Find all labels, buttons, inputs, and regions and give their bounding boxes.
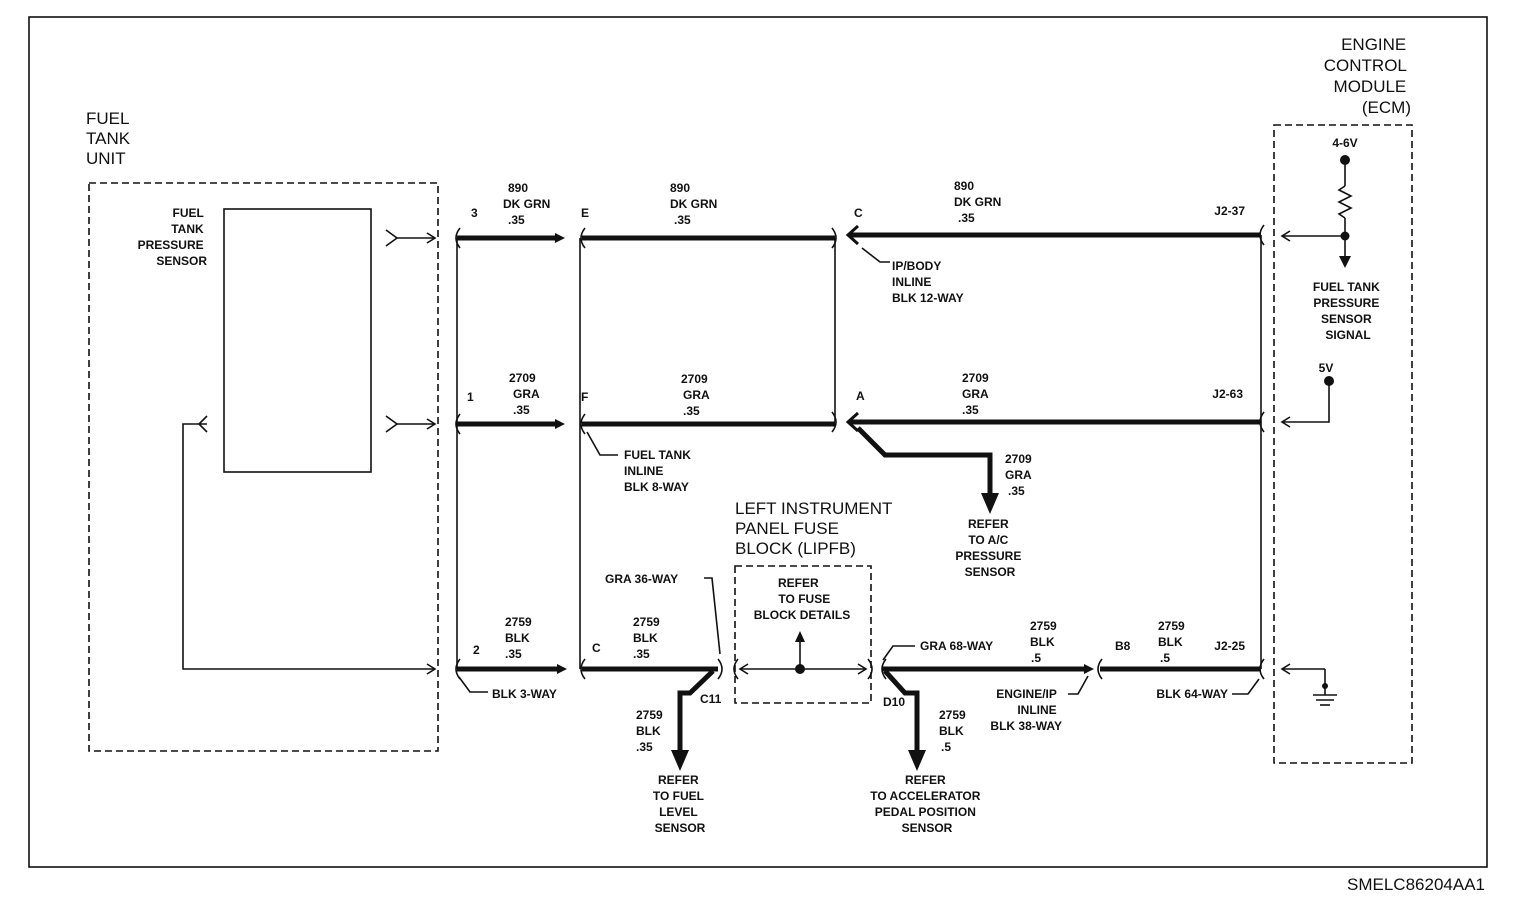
- connector-marks: [455, 224, 1265, 680]
- pin-c11: C11: [700, 692, 722, 706]
- wire-label-2759-c: 2759 BLK .35: [636, 708, 666, 754]
- diagram-border: [28, 16, 1488, 868]
- wire-label-890-a: 890 DK GRN .35: [503, 181, 554, 227]
- ecm-internal-circuit: [1280, 155, 1353, 706]
- fuel-tank-inline-connector-label: FUEL TANK INLINE BLK 8-WAY: [624, 448, 694, 494]
- wire-label-2759-e: 2759 BLK .5: [1030, 619, 1060, 665]
- pin-j2-63: J2-63: [1212, 387, 1243, 401]
- pin-c-left: C: [592, 641, 601, 655]
- wire-label-2709-b: 2709 GRA .35: [681, 372, 713, 418]
- gra-68-way-label: GRA 68-WAY: [920, 639, 993, 653]
- pin-c-mid: C: [854, 206, 863, 220]
- refer-ac-pressure-sensor: REFER TO A/C PRESSURE SENSOR: [955, 517, 1024, 579]
- blk-64-way-label: BLK 64-WAY: [1156, 687, 1228, 701]
- lipfb-note: REFER TO FUSE BLOCK DETAILS: [754, 576, 850, 622]
- pin-f: F: [581, 390, 588, 404]
- lipfb-inner: [738, 631, 868, 675]
- pin-1: 1: [467, 390, 474, 404]
- engine-ip-connector-label: ENGINE/IP INLINE BLK 38-WAY: [990, 687, 1062, 733]
- wire-label-2759-b: 2759 BLK .35: [633, 615, 663, 661]
- pin-j2-25: J2-25: [1214, 639, 1245, 653]
- ecm-title: ENGINE CONTROL MODULE (ECM): [1324, 35, 1411, 117]
- ecm-signal-label: FUEL TANK PRESSURE SENSOR SIGNAL: [1313, 280, 1383, 342]
- leader-lines: [458, 247, 1260, 695]
- gra-36-way-label: GRA 36-WAY: [605, 572, 678, 586]
- fuel-tank-pressure-sensor-label: FUEL TANK PRESSURE SENSOR: [138, 206, 208, 268]
- wire-label-2759-a: 2759 BLK .35: [505, 615, 535, 661]
- vertical-wiring: [456, 235, 1262, 669]
- diagram-id: SMELC86204AA1: [1347, 875, 1485, 894]
- pin-a: A: [856, 389, 865, 403]
- wire-label-890-c: 890 DK GRN .35: [954, 179, 1005, 225]
- main-wiring: [457, 232, 1261, 771]
- wire-label-2709-a: 2709 GRA .35: [509, 371, 543, 417]
- wire-label-2709-c: 2709 GRA .35: [962, 371, 992, 417]
- fuel-tank-pressure-sensor-box: [223, 208, 372, 473]
- pin-e: E: [581, 206, 589, 220]
- wire-label-2709-d: 2709 GRA .35: [1005, 452, 1035, 498]
- pin-b8: B8: [1115, 639, 1131, 653]
- fuel-tank-unit-title: FUEL TANK UNIT: [86, 109, 135, 168]
- wire-label-890-b: 890 DK GRN .35: [670, 181, 721, 227]
- lipfb-title: LEFT INSTRUMENT PANEL FUSE BLOCK (LIPFB): [735, 499, 897, 558]
- fuel-tank-unit-box: [88, 182, 439, 752]
- pin-j2-37: J2-37: [1214, 204, 1245, 218]
- blk-3-way-label: BLK 3-WAY: [492, 687, 557, 701]
- fuel-tank-unit-inner-wiring: [182, 229, 437, 675]
- ip-body-connector-label: IP/BODY INLINE BLK 12-WAY: [892, 259, 964, 305]
- ecm-box: [1273, 124, 1413, 764]
- wire-label-2759-d: 2759 BLK .5: [939, 708, 969, 754]
- pin-2: 2: [473, 643, 480, 657]
- refer-accelerator-pedal-position-sensor: REFER TO ACCELERATOR PEDAL POSITION SENS…: [870, 773, 984, 835]
- wire-label-2759-f: 2759 BLK .5: [1158, 619, 1188, 665]
- pin-d10: D10: [883, 695, 905, 709]
- lipfb-box: [734, 565, 872, 704]
- pin-3: 3: [471, 206, 478, 220]
- refer-fuel-level-sensor: REFER TO FUEL LEVEL SENSOR: [653, 773, 707, 835]
- ecm-ref-voltage: 4-6V: [1332, 136, 1357, 150]
- ecm-5v-label: 5V: [1319, 361, 1334, 375]
